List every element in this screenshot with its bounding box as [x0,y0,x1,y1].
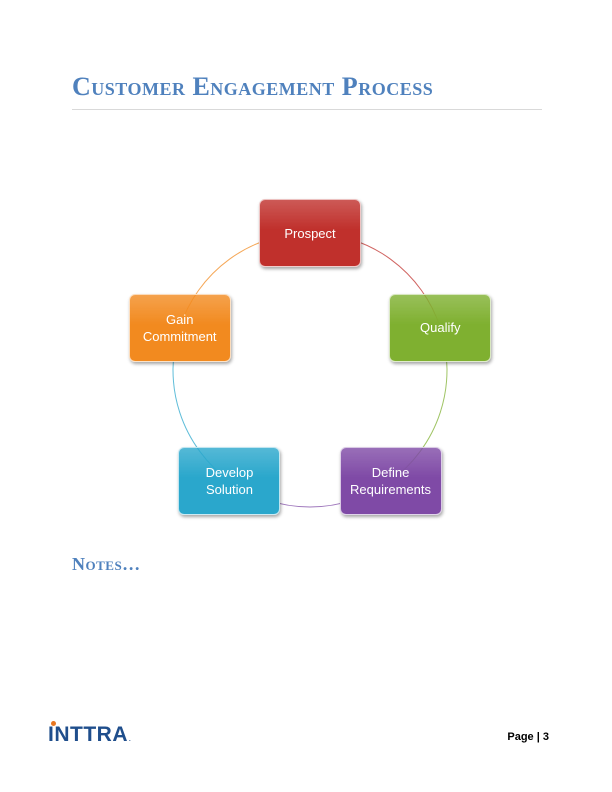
page-label: Page [507,731,534,743]
cycle-step-gain-commitment: Gain Commitment [128,293,231,362]
cycle-step-define-requirements: Define Requirements [339,446,442,515]
page-footer: Page | 3 [507,731,549,743]
cycle-step-label: Define Requirements [350,464,431,497]
logo-text: INTTRA [48,723,128,746]
page-separator: | [536,731,540,743]
cycle-step-prospect: Prospect [259,199,361,267]
cycle-step-develop-solution: Develop Solution [178,446,281,515]
logo-dot-icon [51,721,56,726]
inttra-logo: INTTRA . [48,721,132,746]
logo-mark: . [129,737,132,743]
page-number: 3 [542,731,549,743]
cycle-step-label: Qualify [420,320,461,336]
notes-heading: Notes… [72,554,141,574]
page-title: Customer Engagement Process [72,72,434,101]
cycle-step-qualify: Qualify [389,293,492,362]
cycle-step-label: Gain Commitment [142,311,217,344]
title-underline [72,109,542,110]
cycle-step-label: Develop Solution [205,464,254,497]
cycle-step-label: Prospect [284,225,336,241]
